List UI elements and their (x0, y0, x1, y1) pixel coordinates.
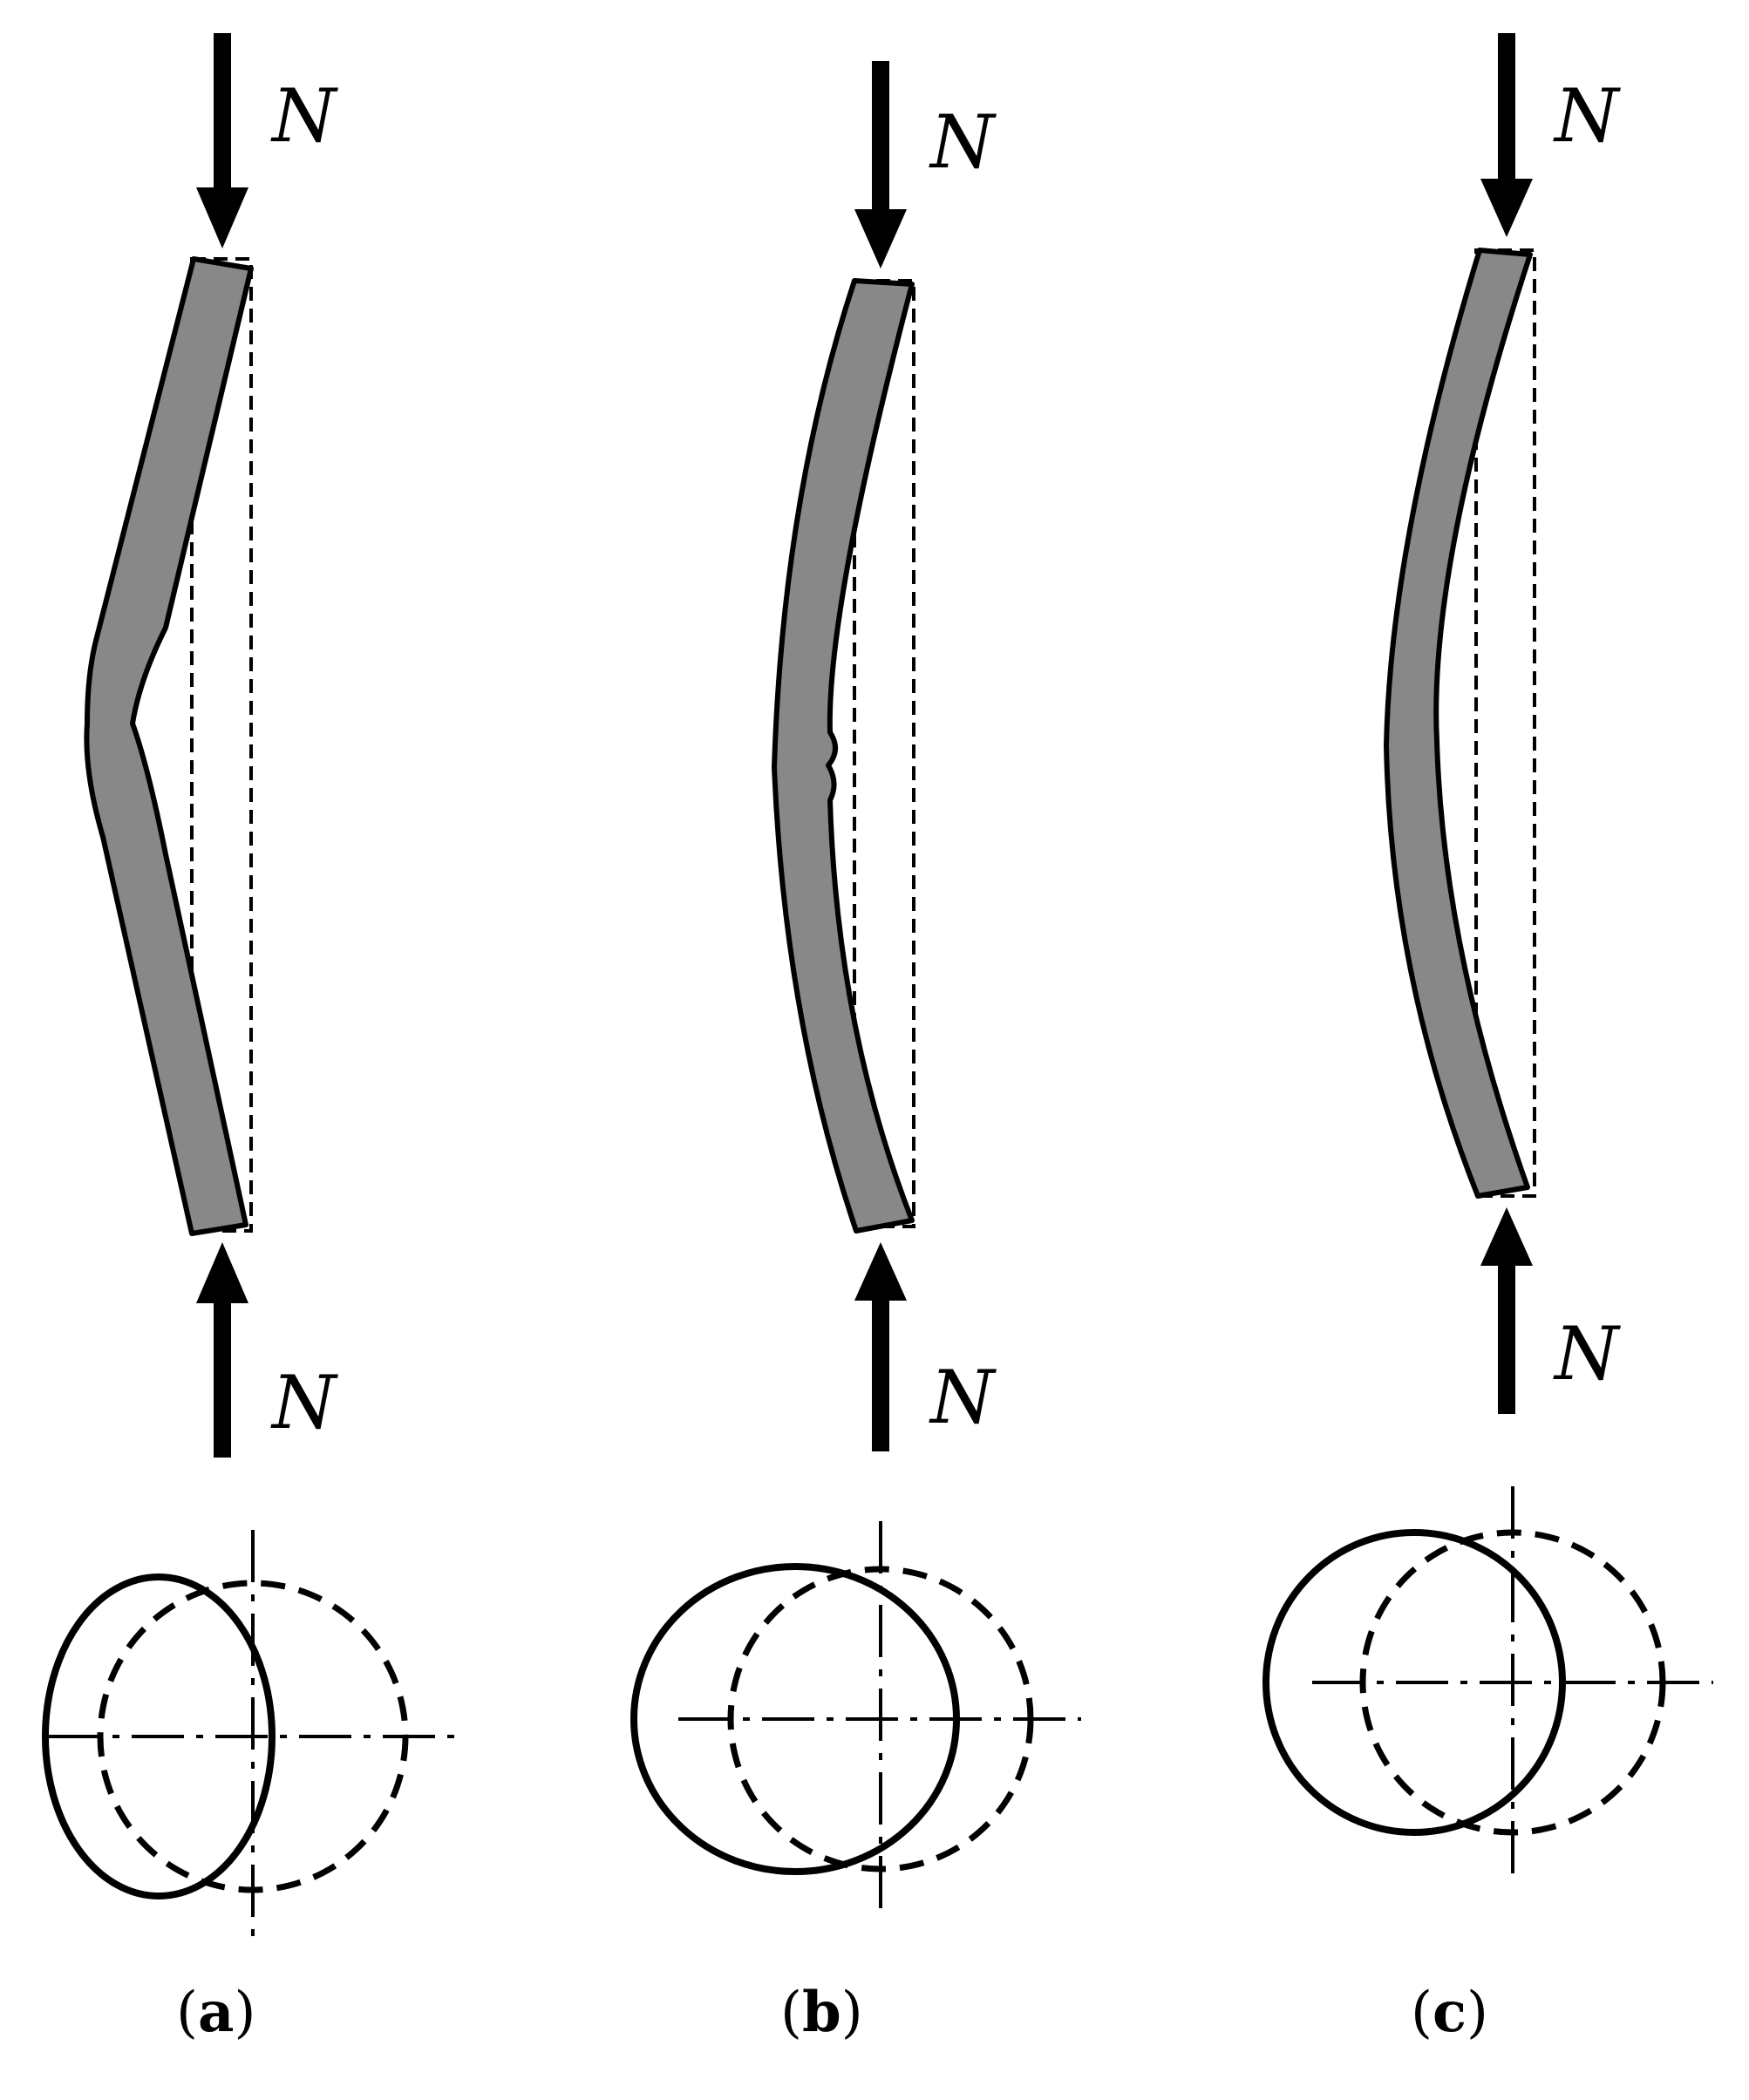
top-load-arrow-b (854, 61, 907, 268)
bottom-load-label-a: N (270, 1360, 338, 1445)
original-section-dashed-a (97, 1580, 409, 1893)
panel-a: N N (a) (42, 33, 458, 2045)
original-section-dashed-c (1359, 1529, 1666, 1836)
original-section-dashed-b (727, 1566, 1034, 1872)
bottom-load-arrow-a (196, 1242, 248, 1458)
deformed-section-solid-a (42, 1573, 276, 1900)
cross-section-a (42, 1530, 458, 1940)
top-load-label-a: N (270, 73, 338, 159)
buckled-column-b (772, 278, 915, 1233)
bottom-load-label-c: N (1553, 1311, 1621, 1397)
buckled-column-c (1384, 248, 1533, 1199)
deformed-section-solid-c (1262, 1529, 1566, 1836)
caption-c: (c) (1411, 1980, 1488, 2045)
buckled-column-a (84, 256, 254, 1236)
top-load-label-b: N (929, 99, 997, 185)
bottom-load-arrow-c (1480, 1207, 1533, 1414)
caption-a: (a) (176, 1980, 255, 2045)
cross-section-c (1262, 1486, 1713, 1874)
bottom-load-arrow-b (854, 1242, 907, 1451)
panel-b: N N (b) (630, 61, 1081, 2045)
deformed-section-solid-b (630, 1563, 960, 1875)
caption-b: (b) (780, 1980, 863, 2045)
original-outline-a (190, 257, 253, 1233)
cross-section-b (630, 1521, 1081, 1918)
top-load-arrow-a (196, 33, 248, 248)
panel-c: N N (c) (1262, 33, 1713, 2045)
top-load-arrow-c (1480, 33, 1533, 237)
bottom-load-label-b: N (929, 1355, 997, 1440)
top-load-label-c: N (1553, 73, 1621, 159)
